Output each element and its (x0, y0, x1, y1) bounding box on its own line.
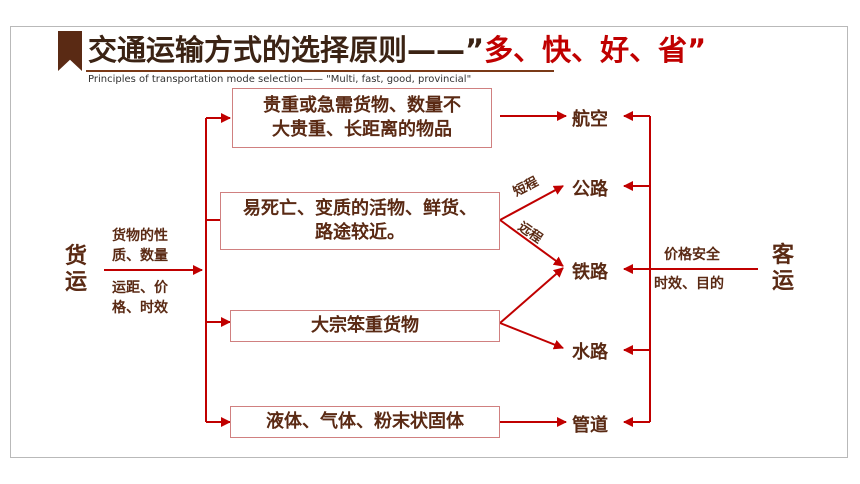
box-fluid-goods: 液体、气体、粉末状固体 (230, 406, 500, 438)
page-title: 交通运输方式的选择原则——”多、快、好、省” (88, 28, 706, 72)
cond2-line2: 格、时效 (112, 300, 168, 316)
cond2-line1: 运距、价 (112, 280, 168, 296)
title-highlight: 多、快、好、省” (484, 33, 707, 67)
box2-line2: 路途较近。 (315, 222, 405, 243)
box1-line1: 贵重或急需货物、数量不 (263, 95, 461, 116)
cond1-line2: 质、数量 (112, 248, 168, 264)
box-perishable-goods: 易死亡、变质的活物、鲜货、 路途较近。 (220, 192, 500, 250)
mode-rail: 铁路 (572, 262, 608, 283)
title-main: 交通运输方式的选择原则——” (88, 33, 485, 67)
freight-label: 货运 (64, 244, 87, 295)
cond1-line1: 货物的性 (112, 228, 168, 244)
factor-line2: 时效、目的 (654, 276, 724, 292)
slide-frame (10, 26, 848, 458)
title-underline (86, 70, 554, 72)
mode-road: 公路 (572, 179, 608, 200)
passenger-label: 客运 (771, 243, 794, 294)
factor-line1: 价格安全 (664, 247, 720, 263)
mode-water: 水路 (572, 342, 608, 363)
mode-air: 航空 (572, 109, 608, 130)
mode-pipeline: 管道 (572, 415, 608, 436)
page-subtitle: Principles of transportation mode select… (88, 74, 472, 85)
box-valuable-goods: 贵重或急需货物、数量不 大贵重、长距离的物品 (232, 88, 492, 148)
box2-line1: 易死亡、变质的活物、鲜货、 (243, 198, 477, 219)
box-bulk-goods: 大宗笨重货物 (230, 310, 500, 342)
box1-line2: 大贵重、长距离的物品 (272, 119, 452, 140)
